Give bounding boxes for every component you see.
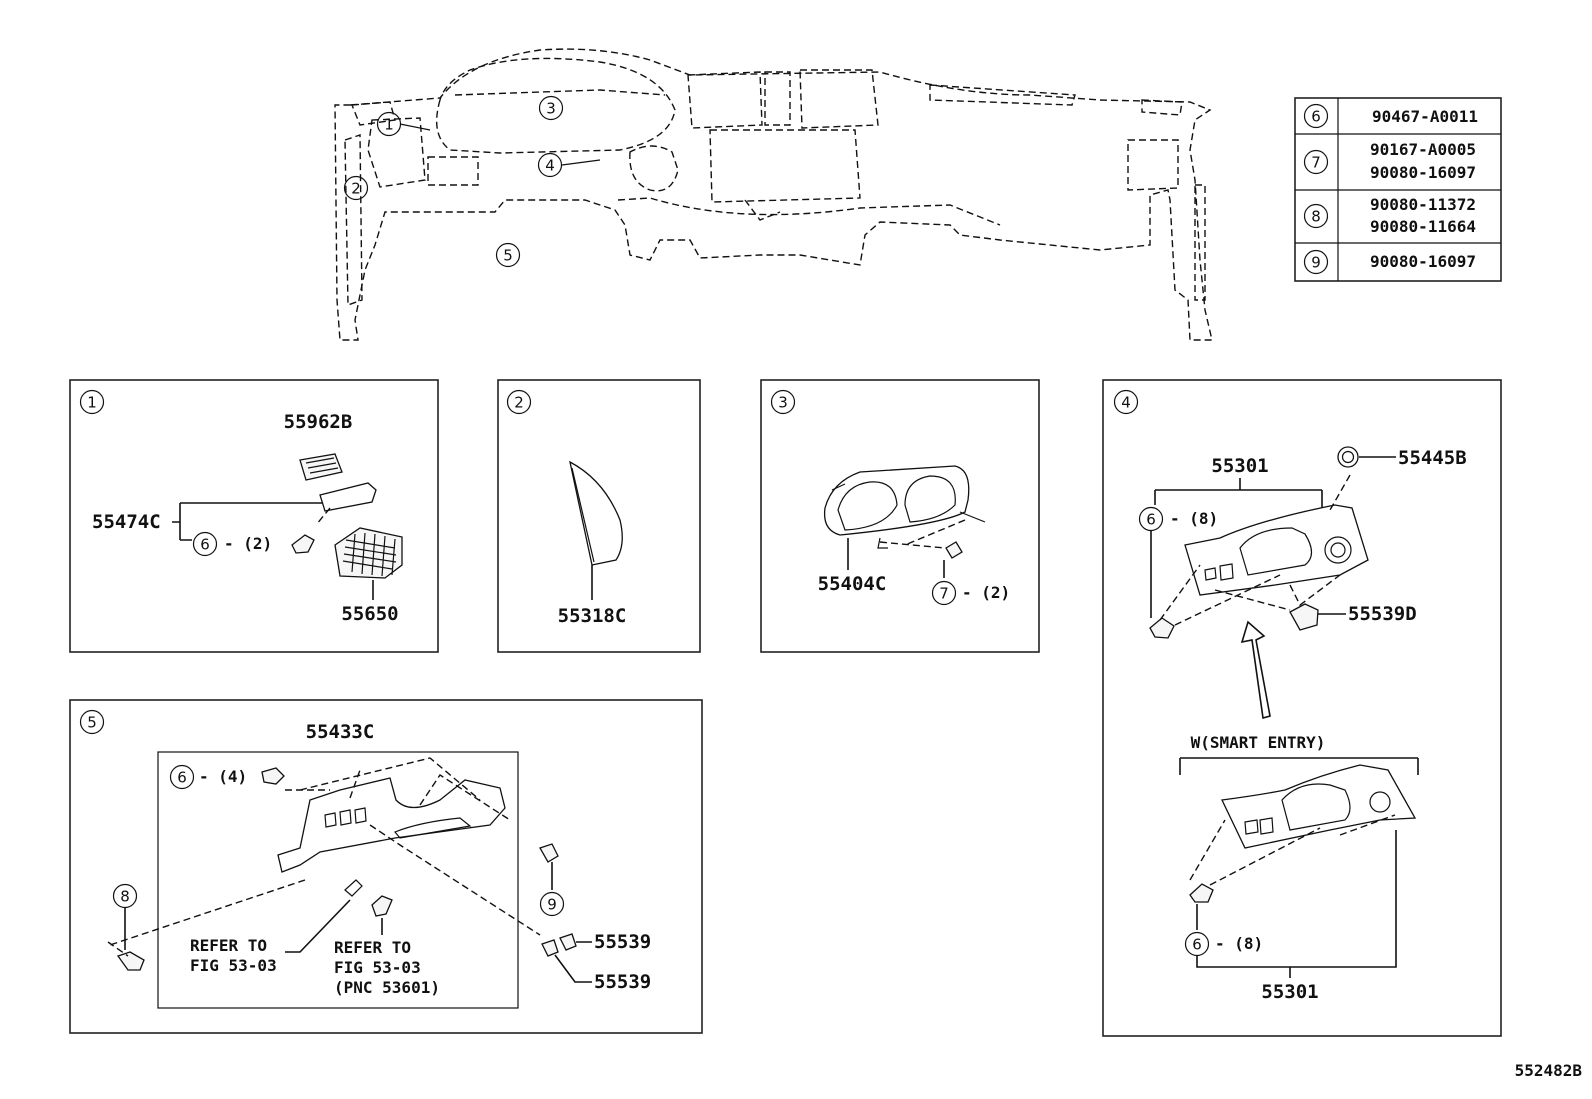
part-55539-b: 55539: [594, 971, 651, 993]
overview-marker-5: 5: [495, 242, 521, 268]
part-55318C: 55318C: [558, 605, 627, 627]
svg-text:9: 9: [547, 896, 557, 914]
panel-4-center-lower-panel: 4 55301 6 - (8) 55445B 55539D W(SMART EN…: [1102, 379, 1502, 1037]
svg-text:4: 4: [1121, 394, 1131, 412]
svg-text:1: 1: [87, 394, 97, 412]
part-55650: 55650: [341, 603, 398, 625]
figure-id: 552482B: [1515, 1061, 1583, 1080]
svg-text:- (4): - (4): [199, 767, 247, 786]
legend-row-9: 9 90080-16097: [1303, 249, 1476, 275]
part-55404C: 55404C: [818, 573, 887, 595]
svg-text:90080-11664: 90080-11664: [1370, 217, 1476, 236]
svg-text:6: 6: [1192, 936, 1202, 954]
svg-text:- (8): - (8): [1170, 509, 1218, 528]
overview-marker-4: 4: [537, 152, 563, 178]
overview-marker-3: 3: [538, 95, 564, 121]
part-55539D: 55539D: [1348, 603, 1417, 625]
svg-text:6: 6: [1146, 511, 1156, 529]
refer-note-2-line-1: REFER TO: [334, 938, 411, 957]
fastener-8-panel-5: 8: [112, 883, 138, 909]
refer-note-1-line-1: REFER TO: [190, 936, 267, 955]
fastener-6-panel-5: 6 - (4): [169, 764, 247, 790]
refer-note-2-line-2: FIG 53-03: [334, 958, 421, 977]
variant-label: W(SMART ENTRY): [1191, 733, 1326, 752]
overview-marker-1: 1: [376, 111, 402, 137]
svg-text:7: 7: [1311, 154, 1321, 172]
svg-text:6: 6: [177, 769, 187, 787]
part-55539-a: 55539: [594, 931, 651, 953]
legend-row-8: 8 90080-11372 90080-11664: [1303, 195, 1476, 236]
part-55474C: 55474C: [92, 511, 161, 533]
panel-2-side-panel: 2 55318C: [497, 379, 701, 653]
fastener-6-panel-4-bottom: 6 - (8): [1184, 931, 1263, 957]
legend-row-7: 7 90167-A0005 90080-16097: [1303, 140, 1476, 182]
refer-note-1-line-2: FIG 53-03: [190, 956, 277, 975]
dashboard-overview: [334, 48, 1213, 341]
svg-text:- (8): - (8): [1215, 934, 1263, 953]
svg-text:90167-A0005: 90167-A0005: [1370, 140, 1476, 159]
part-55962B: 55962B: [284, 411, 353, 433]
svg-text:4: 4: [545, 157, 555, 175]
svg-text:9: 9: [1311, 254, 1321, 272]
overview-marker-2: 2: [343, 175, 369, 201]
panel-1-side-vent: 1 55962B 55474C 6 - (2) 55650: [69, 379, 439, 653]
fastener-legend-table: 6 90467-A0011 7 90167-A0005 90080-16097 …: [1294, 97, 1502, 282]
svg-text:2: 2: [351, 180, 361, 198]
svg-text:90080-16097: 90080-16097: [1370, 163, 1476, 182]
svg-text:2: 2: [514, 394, 524, 412]
fastener-9-panel-5: 9: [539, 891, 565, 917]
svg-text:8: 8: [120, 888, 130, 906]
svg-text:7: 7: [939, 585, 949, 603]
svg-text:6: 6: [1311, 108, 1321, 126]
svg-text:5: 5: [503, 247, 513, 265]
arrow-up-icon: [1240, 620, 1271, 720]
svg-text:90080-11372: 90080-11372: [1370, 195, 1476, 214]
svg-text:3: 3: [546, 100, 556, 118]
part-55301-top: 55301: [1211, 455, 1268, 477]
part-55301-bottom: 55301: [1261, 981, 1318, 1003]
svg-text:90467-A0011: 90467-A0011: [1372, 107, 1478, 126]
refer-note-2-line-3: (PNC 53601): [334, 978, 440, 997]
svg-text:90080-16097: 90080-16097: [1370, 252, 1476, 271]
panel-5-lower-panel: 5 55433C 6 - (4) 9 55539 55539 8: [69, 699, 703, 1034]
svg-text:- (2): - (2): [224, 534, 272, 553]
fastener-6-panel-4-top: 6 - (8): [1138, 506, 1218, 532]
fastener-7-panel-3: 7 - (2): [931, 580, 1010, 606]
svg-text:6: 6: [200, 536, 210, 554]
svg-text:5: 5: [87, 714, 97, 732]
part-55433C: 55433C: [306, 721, 375, 743]
part-55445B: 55445B: [1398, 447, 1467, 469]
svg-text:- (2): - (2): [962, 583, 1010, 602]
svg-text:3: 3: [778, 394, 788, 412]
svg-text:8: 8: [1311, 208, 1321, 226]
fastener-6-panel-1: 6 - (2): [192, 531, 272, 557]
svg-text:1: 1: [384, 116, 394, 134]
panel-3-meter-hood: 3 55404C 7 - (2): [760, 379, 1040, 653]
legend-row-6: 6 90467-A0011: [1303, 103, 1478, 129]
